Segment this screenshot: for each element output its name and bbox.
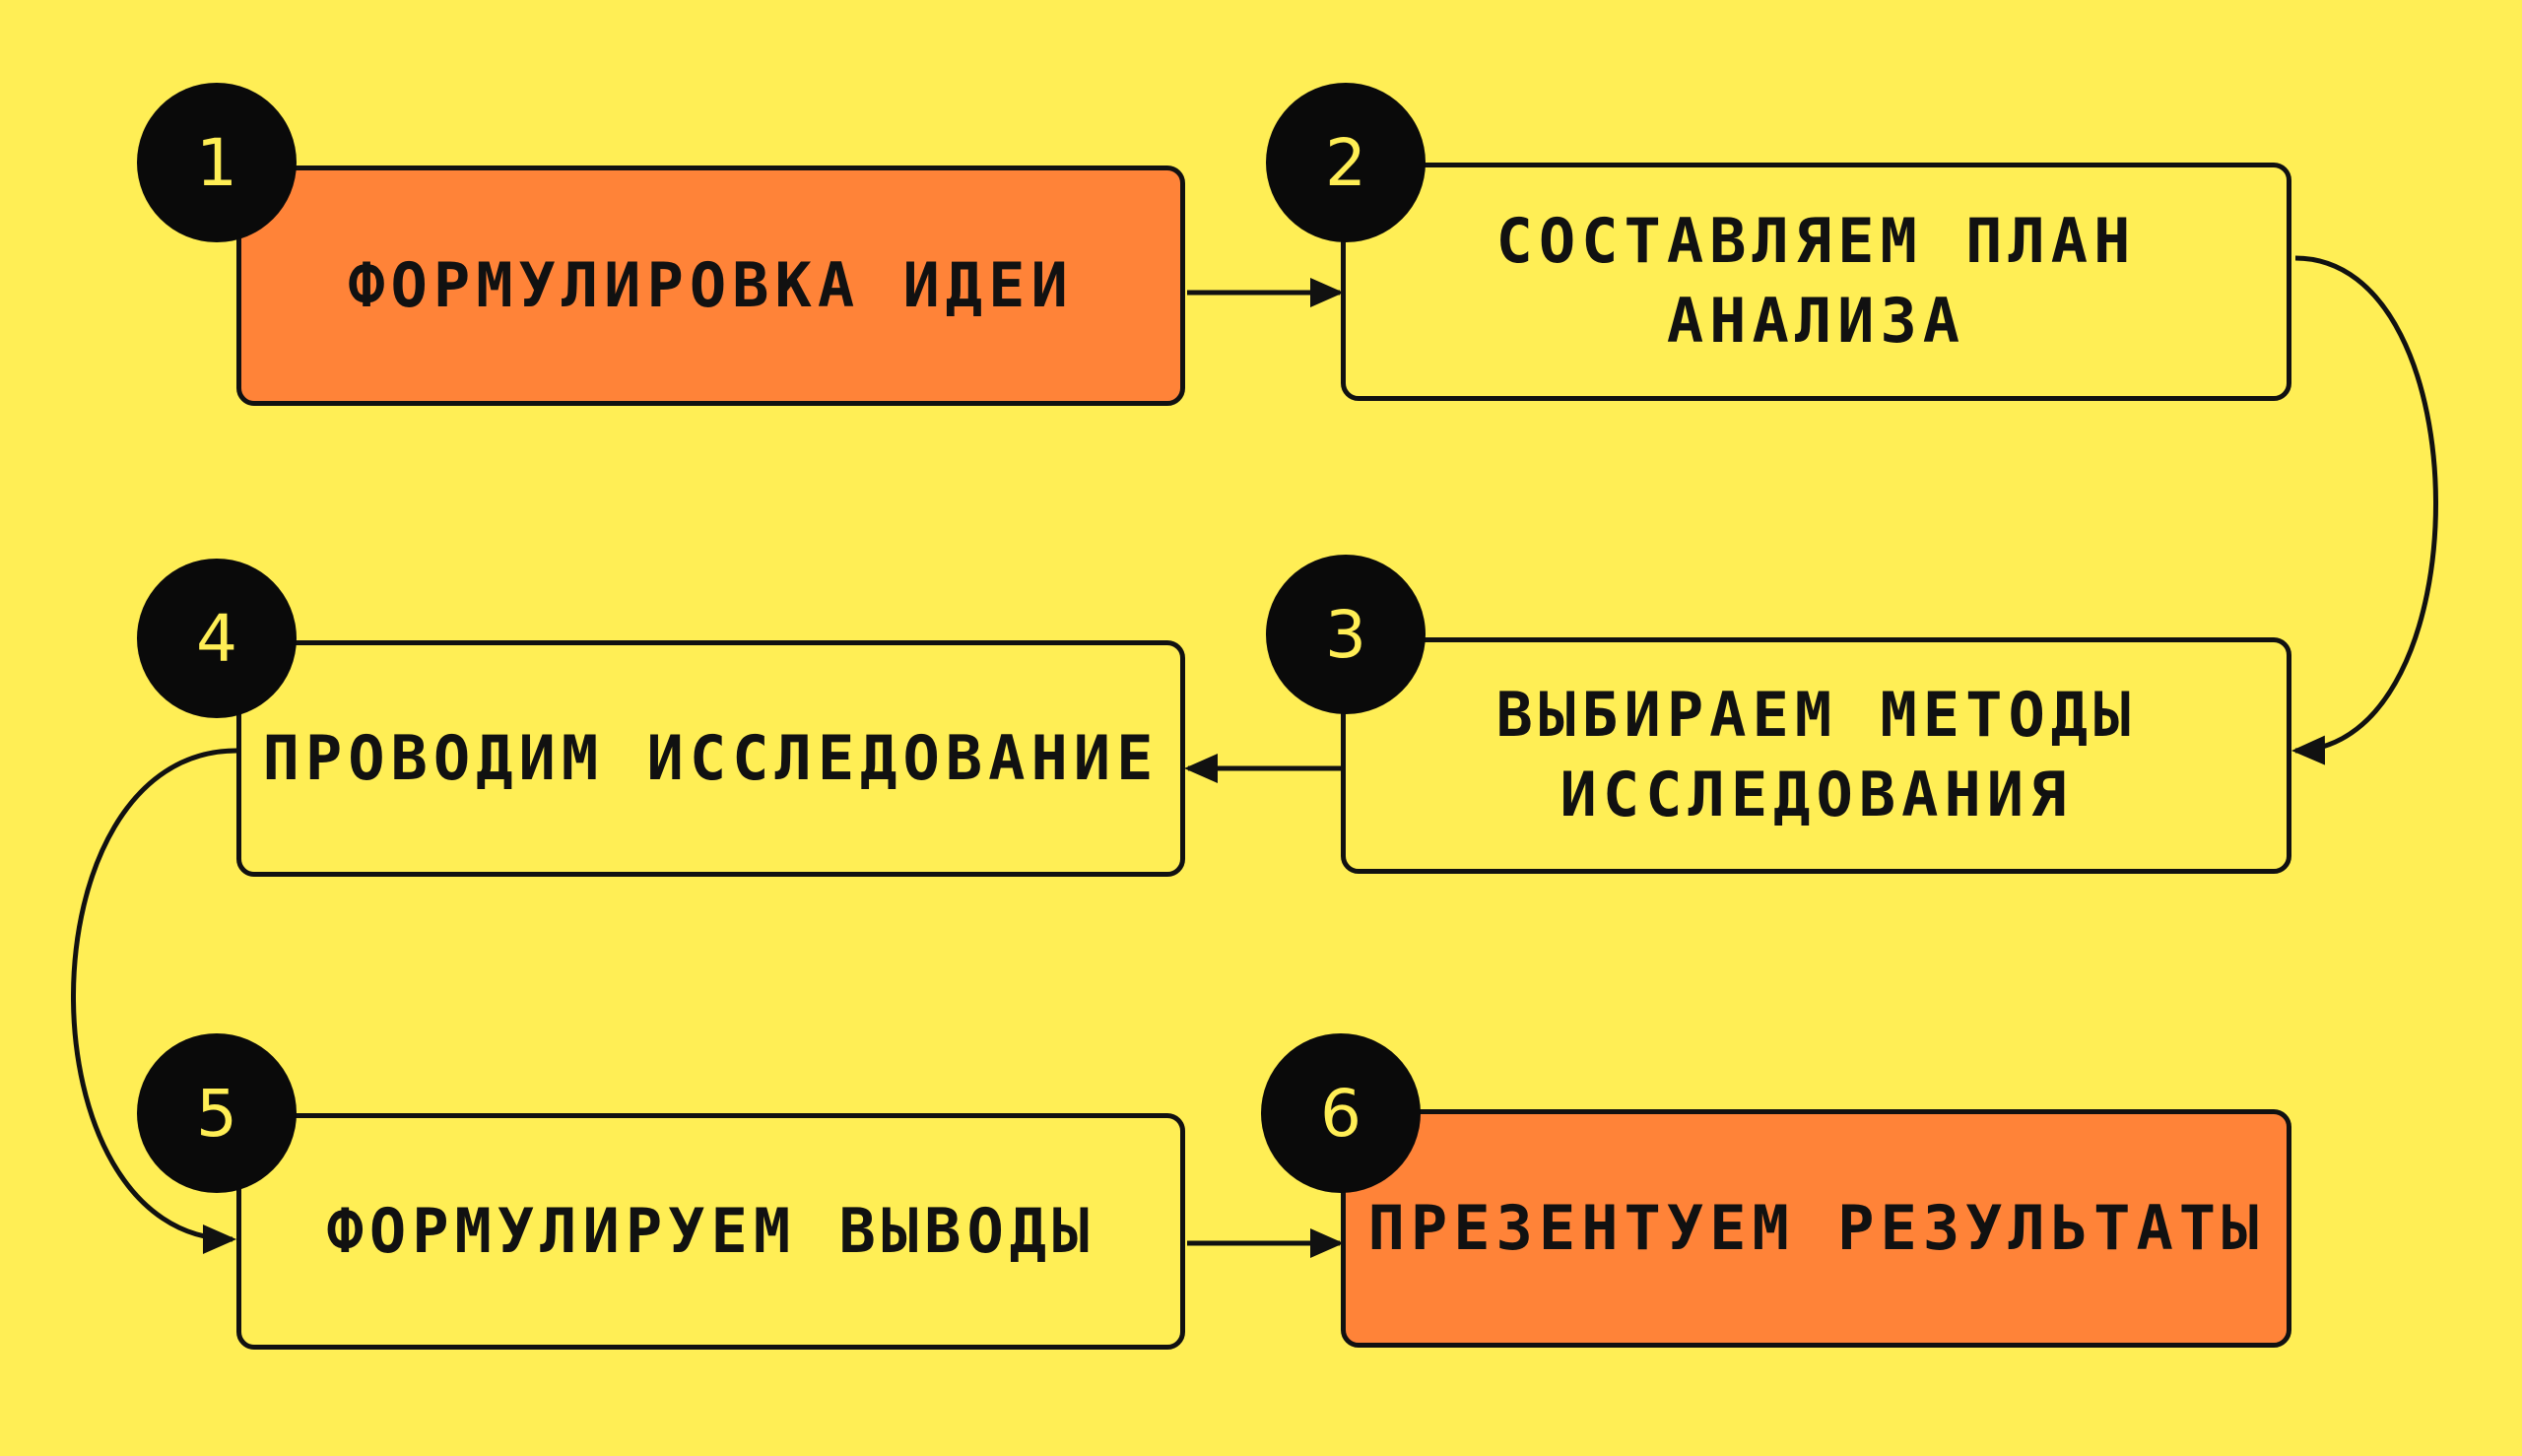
step-6-label: ПРЕЗЕНТУЕМ РЕЗУЛЬТАТЫ xyxy=(1367,1191,2265,1264)
step-4-label: ПРОВОДИМ ИССЛЕДОВАНИЕ xyxy=(262,721,1160,794)
step-6-box: ПРЕЗЕНТУЕМ РЕЗУЛЬТАТЫ xyxy=(1341,1109,2291,1348)
step-1-number-badge: 1 xyxy=(137,83,297,242)
step-1-box: ФОРМУЛИРОВКА ИДЕИ xyxy=(236,165,1185,406)
step-2-box: СОСТАВЛЯЕМ ПЛАН АНАЛИЗА xyxy=(1341,163,2291,401)
step-4-number-badge: 4 xyxy=(137,559,297,718)
step-6-number-badge: 6 xyxy=(1261,1033,1421,1193)
step-1-number: 1 xyxy=(196,124,237,201)
step-5-number-badge: 5 xyxy=(137,1033,297,1193)
step-2-number-badge: 2 xyxy=(1266,83,1426,242)
step-2-number: 2 xyxy=(1325,124,1366,201)
step-3-box: ВЫБИРАЕМ МЕТОДЫ ИССЛЕДОВАНИЯ xyxy=(1341,637,2291,874)
arrow-step4-to-step5 xyxy=(71,748,237,1254)
step-4-box: ПРОВОДИМ ИССЛЕДОВАНИЕ xyxy=(236,640,1185,877)
arrow-step2-to-step3 xyxy=(2291,255,2438,765)
step-6-number: 6 xyxy=(1320,1075,1361,1152)
step-3-label: ВЫБИРАЕМ МЕТОДЫ ИССЛЕДОВАНИЯ xyxy=(1495,679,2137,830)
step-5-number: 5 xyxy=(196,1075,237,1152)
step-5-label: ФОРМУЛИРУЕМ ВЫВОДЫ xyxy=(326,1194,1095,1267)
step-3-number-badge: 3 xyxy=(1266,555,1426,714)
step-3-number: 3 xyxy=(1325,596,1366,673)
step-4-number: 4 xyxy=(196,600,237,677)
step-2-label: СОСТАВЛЯЕМ ПЛАН АНАЛИЗА xyxy=(1495,205,2137,357)
step-1-label: ФОРМУЛИРОВКА ИДЕИ xyxy=(348,248,1074,321)
step-5-box: ФОРМУЛИРУЕМ ВЫВОДЫ xyxy=(236,1113,1185,1350)
